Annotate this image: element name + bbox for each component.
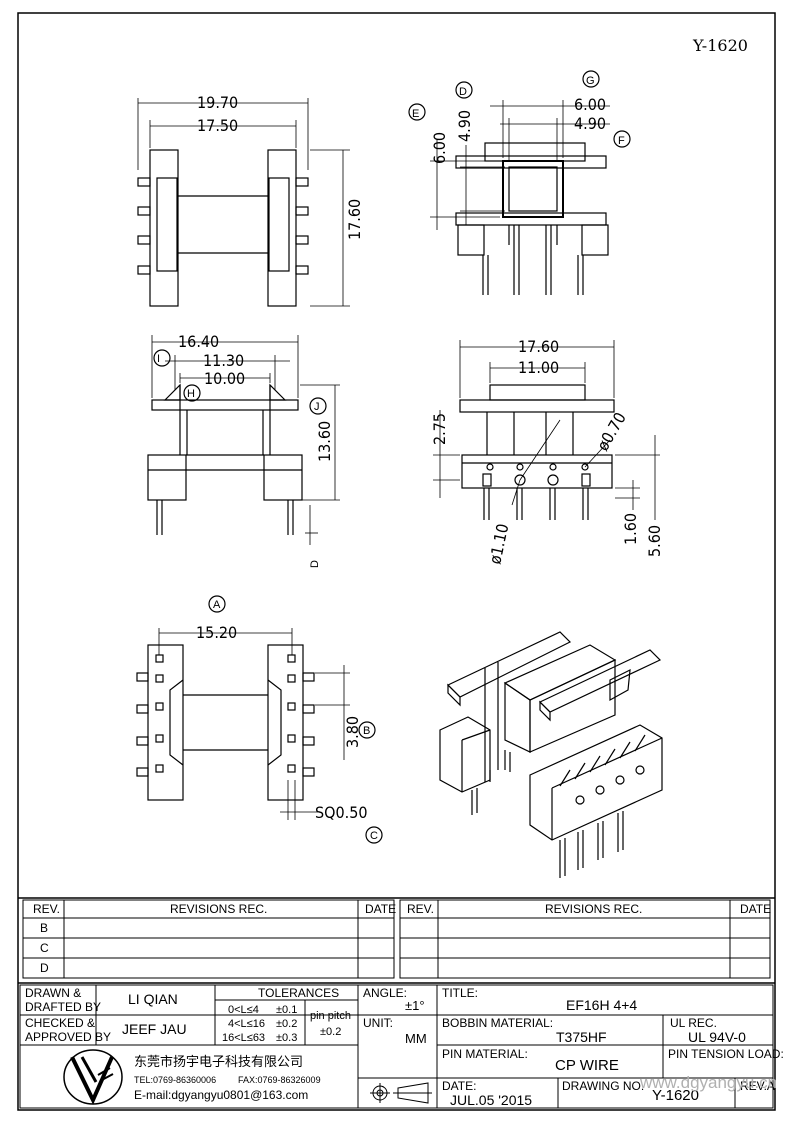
company-fax: FAX:0769-86326009 <box>238 1075 321 1085</box>
front-dim-overall: 16.40 <box>178 332 219 351</box>
end-dim-110: ø1.10 <box>485 522 512 566</box>
front-view <box>147 335 340 545</box>
tol-value-2: ±0.2 <box>276 1018 297 1030</box>
rev-col-header-left: REV. <box>33 902 60 916</box>
bobbin-material-label: BOBBIN MATERIAL: <box>442 1016 553 1030</box>
tol-value-1: ±0.1 <box>276 1004 297 1016</box>
ul-rec-value: UL 94V-0 <box>688 1029 746 1045</box>
end-dim-275: 2.75 <box>430 413 449 445</box>
company-logo <box>63 1049 123 1105</box>
angle-value: ±1° <box>405 998 425 1013</box>
rev-row-b: B <box>40 921 48 935</box>
callout-d-front: D <box>309 560 321 568</box>
callout-e: E <box>412 108 419 120</box>
callout-a: A <box>213 599 221 611</box>
bobbin-material-value: T375HF <box>556 1029 607 1045</box>
front-dim-height: 13.60 <box>315 421 334 462</box>
callout-g: G <box>586 75 595 87</box>
company-name-cn: 东莞市扬宇电子科技有限公司 <box>134 1054 303 1070</box>
side-view <box>408 70 631 295</box>
rec-col-header-left: REVISIONS REC. <box>170 902 267 916</box>
drawing-code-top: Y-1620 <box>692 36 748 55</box>
callout-d: D <box>459 86 467 98</box>
date-col-header-left: DATE <box>365 902 396 916</box>
side-dim-d: 4.90 <box>455 110 474 142</box>
tol-range-1: 0<L≤4 <box>228 1004 259 1016</box>
callout-c: C <box>370 830 378 842</box>
date-col-header-right: DATE <box>740 902 771 916</box>
rev-col-header-right: REV. <box>407 902 434 916</box>
pin-material-label: PIN MATERIAL: <box>442 1047 528 1061</box>
unit-label: UNIT: <box>363 1016 393 1030</box>
tol-range-2: 4<L≤16 <box>228 1018 265 1030</box>
date-value: JUL.05 '2015 <box>450 1092 532 1108</box>
company-email: E-mail:dgyangyu0801@163.com <box>134 1088 308 1102</box>
side-dim-f: 4.90 <box>574 114 606 133</box>
top-dim-flange: 17.50 <box>197 116 238 135</box>
approved-label: APPROVED BY <box>25 1030 111 1044</box>
tolerances-label: TOLERANCES <box>258 986 339 1000</box>
callout-j: J <box>314 401 320 413</box>
pin-material-value: CP WIRE <box>555 1057 619 1074</box>
sheet-border <box>17 12 776 1111</box>
top-view <box>137 98 350 307</box>
title-label: TITLE: <box>442 986 478 1000</box>
end-dim-070: ø0.70 <box>593 409 630 454</box>
title-value: EF16H 4+4 <box>566 997 637 1013</box>
pin-pitch-value: ±0.2 <box>320 1026 341 1038</box>
callout-i: I <box>157 353 160 365</box>
bottom-dim-sq: SQ0.50 <box>315 803 368 822</box>
drafted-label: DRAFTED BY <box>25 1000 101 1014</box>
checked-by-name: JEEF JAU <box>122 1021 187 1037</box>
rev-a-label: REV.A <box>740 1079 775 1093</box>
isometric-view <box>439 631 663 878</box>
bottom-dim-pitch: 3.80 <box>343 716 362 748</box>
end-view <box>433 340 660 520</box>
end-dim-overall: 17.60 <box>518 337 559 356</box>
callout-h: H <box>187 388 195 400</box>
tol-value-3: ±0.3 <box>276 1032 297 1044</box>
callout-b: B <box>363 725 370 737</box>
end-dim-1100: 11.00 <box>518 358 559 377</box>
end-dim-160: 1.60 <box>621 513 640 545</box>
rev-row-c: C <box>40 941 49 955</box>
end-dim-560: 5.60 <box>645 525 664 557</box>
angle-label: ANGLE: <box>363 986 407 1000</box>
front-dim-1130: 11.30 <box>203 351 244 370</box>
side-dim-g: 6.00 <box>574 95 606 114</box>
rev-row-d: D <box>40 961 49 975</box>
top-dim-overall: 19.70 <box>197 93 238 112</box>
date-label: DATE: <box>442 1079 476 1093</box>
company-tel: TEL:0769-86360006 <box>134 1075 216 1085</box>
front-dim-1000: 10.00 <box>204 369 245 388</box>
drawing-no-value: Y-1620 <box>652 1087 699 1104</box>
title-block-grid <box>19 984 774 1109</box>
tol-range-3: 16<L≤63 <box>222 1032 265 1044</box>
drawn-label: DRAWN & <box>25 986 81 1000</box>
rec-col-header-right: REVISIONS REC. <box>545 902 642 916</box>
pin-tension-label: PIN TENSION LOAD: <box>668 1047 784 1061</box>
side-dim-e: 6.00 <box>430 132 449 164</box>
ul-rec-label: UL REC. <box>670 1016 717 1030</box>
drawn-by-name: LI QIAN <box>128 991 178 1007</box>
pin-pitch-label: pin pitch <box>310 1010 351 1022</box>
unit-value: MM <box>405 1031 427 1046</box>
watermark: www.dgyangyu.cn <box>639 1073 777 1092</box>
checked-label: CHECKED & <box>25 1016 95 1030</box>
drawing-no-label: DRAWING NO. <box>562 1079 644 1093</box>
bottom-dim-overall: 15.20 <box>196 623 237 642</box>
bottom-view <box>136 595 383 844</box>
revisions-table <box>18 897 775 984</box>
top-dim-height: 17.60 <box>345 199 364 240</box>
callout-f: F <box>618 135 625 147</box>
